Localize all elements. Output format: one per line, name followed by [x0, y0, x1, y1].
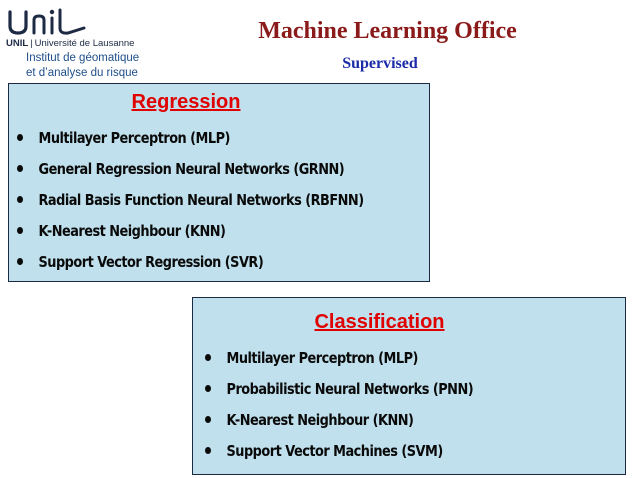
method-label: Multilayer Perceptron (MLP)	[38, 128, 231, 147]
bullet-icon	[205, 416, 212, 423]
unil-wordmark-logo	[8, 8, 86, 35]
method-label: Radial Basis Function Neural Networks (R…	[38, 190, 365, 209]
classification-panel: Classification Multilayer Perceptron (ML…	[192, 297, 626, 475]
list-item: General Regression Neural Networks (GRNN…	[17, 153, 364, 184]
method-label: K-Nearest Neighbour (KNN)	[226, 410, 414, 429]
list-item: K-Nearest Neighbour (KNN)	[17, 215, 364, 246]
university-short-name: UNIL	[6, 38, 29, 49]
list-item: Probabilistic Neural Networks (PNN)	[205, 373, 474, 404]
bullet-icon	[205, 385, 212, 392]
method-label: Multilayer Perceptron (MLP)	[226, 348, 419, 367]
bullet-icon	[17, 134, 24, 141]
page-title: Machine Learning Office	[258, 18, 517, 44]
method-label: General Regression Neural Networks (GRNN…	[38, 159, 345, 178]
list-item: Multilayer Perceptron (MLP)	[205, 342, 473, 373]
bullet-icon	[17, 227, 24, 234]
classification-method-list: Multilayer Perceptron (MLP) Probabilisti…	[205, 342, 517, 466]
method-label: Probabilistic Neural Networks (PNN)	[226, 379, 474, 398]
page-subtitle: Supervised	[342, 55, 418, 72]
bullet-icon	[205, 447, 212, 454]
bullet-icon	[17, 258, 24, 265]
bullet-icon	[205, 354, 212, 361]
institute-name-line-1: Institut de géomatique	[26, 52, 140, 64]
institute-name-line-2: et d’analyse du risque	[26, 67, 138, 79]
method-label: K-Nearest Neighbour (KNN)	[38, 221, 226, 240]
method-label: Support Vector Machines (SVM)	[226, 441, 444, 460]
regression-panel: Regression Multilayer Perceptron (MLP) G…	[8, 83, 430, 282]
list-item: Support Vector Regression (SVR)	[17, 246, 364, 277]
regression-heading: Regression	[131, 91, 241, 113]
regression-method-list: Multilayer Perceptron (MLP) General Regr…	[17, 122, 420, 277]
bullet-icon	[17, 165, 24, 172]
unil-logo: UNIL|Université de Lausanne Institut de …	[6, 6, 176, 81]
classification-heading: Classification	[314, 311, 445, 333]
university-full-name: Université de Lausanne	[34, 38, 135, 49]
university-name: UNIL|Université de Lausanne	[6, 38, 134, 49]
method-label: Support Vector Regression (SVR)	[38, 252, 264, 271]
list-item: Support Vector Machines (SVM)	[205, 435, 473, 466]
university-separator: |	[30, 38, 33, 49]
bullet-icon	[17, 196, 24, 203]
list-item: Radial Basis Function Neural Networks (R…	[17, 184, 364, 215]
list-item: K-Nearest Neighbour (KNN)	[205, 404, 473, 435]
list-item: Multilayer Perceptron (MLP)	[17, 122, 364, 153]
